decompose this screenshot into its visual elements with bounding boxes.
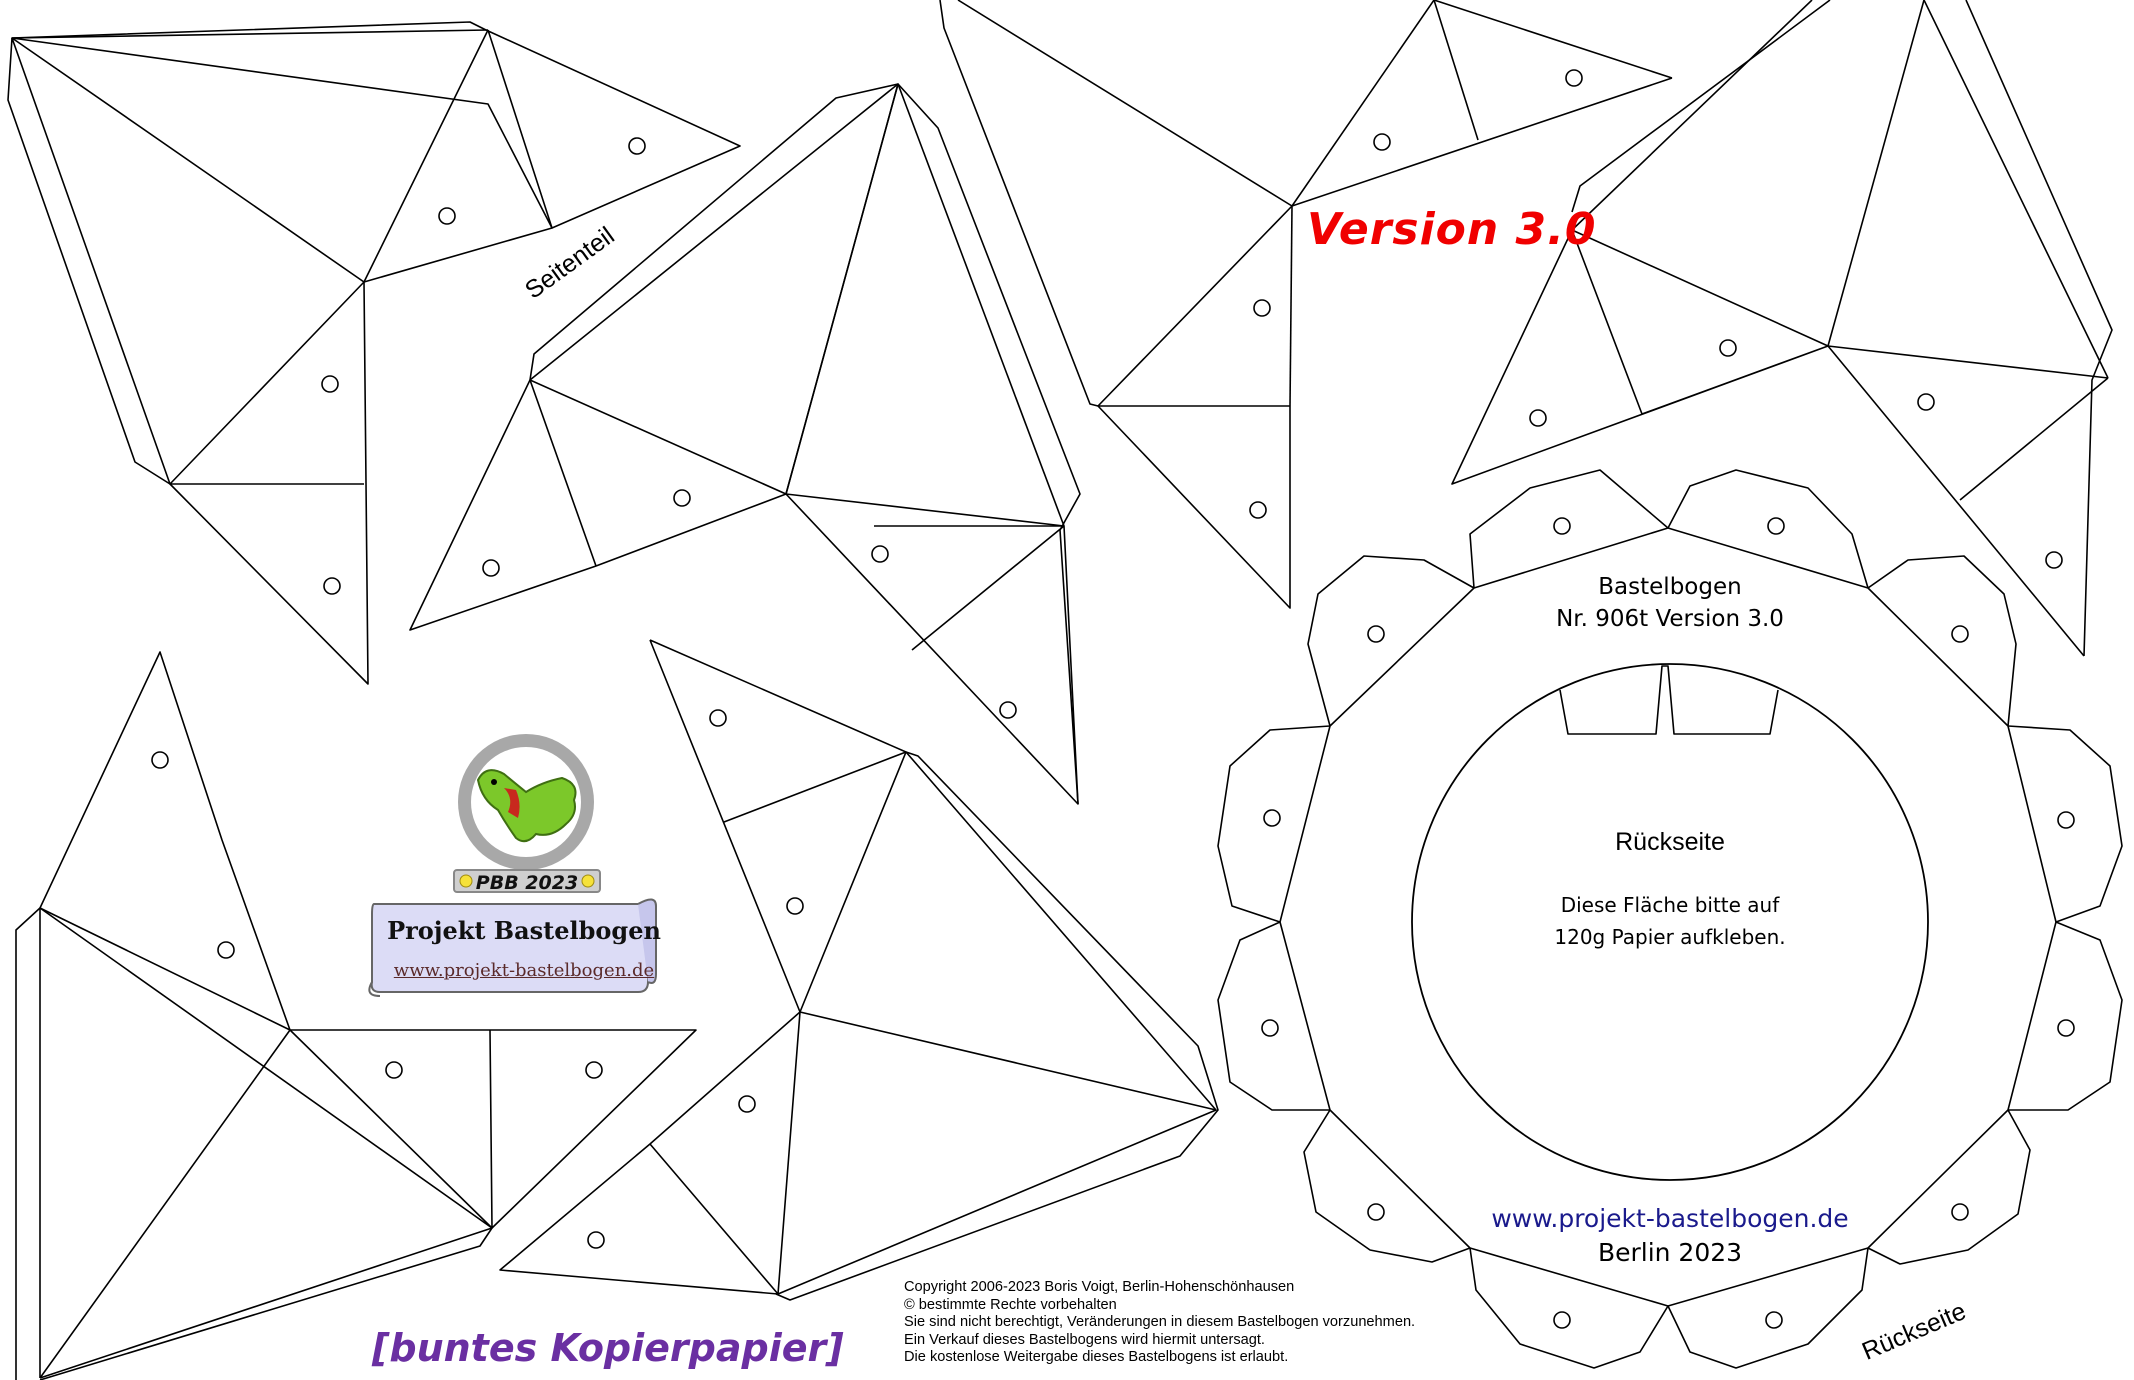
version-label: Version 3.0 [1307,204,1597,255]
instruction-line-1: Diese Fläche bitte auf [1560,893,1780,917]
copyright-line: Copyright 2006-2023 Boris Voigt, Berlin-… [904,1279,1295,1295]
seitenteil-piece-middle [409,83,1081,805]
bastelbogen-title: Bastelbogen [1598,574,1742,600]
seitenteil-piece-top-right [1451,0,2113,657]
instruction-line-2: 120g Papier aufkleben. [1554,925,1786,949]
seitenteil-piece-top-center [939,0,1673,609]
rueckseite-label: Rückseite [1615,828,1725,856]
seitenteil-piece-top-left [7,21,741,685]
seitenteil-piece-bottom-left [15,651,697,1380]
glue-marks [151,69,2075,1329]
bastelbogen-number: Nr. 906t Version 3.0 [1556,606,1784,632]
website-text: www.projekt-bastelbogen.de [1491,1204,1849,1233]
base-ring [1217,469,2123,1369]
logo-url: www.projekt-bastelbogen.de [393,960,655,981]
berlin-year: Berlin 2023 [1597,1238,1743,1267]
paper-type-note: [buntes Kopierpapier] [372,1326,844,1370]
copyright-line: Die kostenlose Weitergabe dieses Bastelb… [904,1349,1289,1366]
copyright-line: Sie sind nicht berechtigt, Veränderungen… [904,1314,1416,1331]
logo-title: Projekt Bastelbogen [387,916,661,945]
seitenteil-piece-bottom-middle [499,639,1219,1301]
logo-badge-text: PBB 2023 [475,872,579,894]
copyright-line: © bestimmte Rechte vorbehalten [904,1296,1117,1313]
pbb-logo-icon [368,734,657,997]
copyright-line: Ein Verkauf dieses Bastelbogens wird hie… [904,1331,1265,1348]
copyright-block: Copyright 2006-2023 Boris Voigt, Berlin-… [904,1279,1415,1367]
